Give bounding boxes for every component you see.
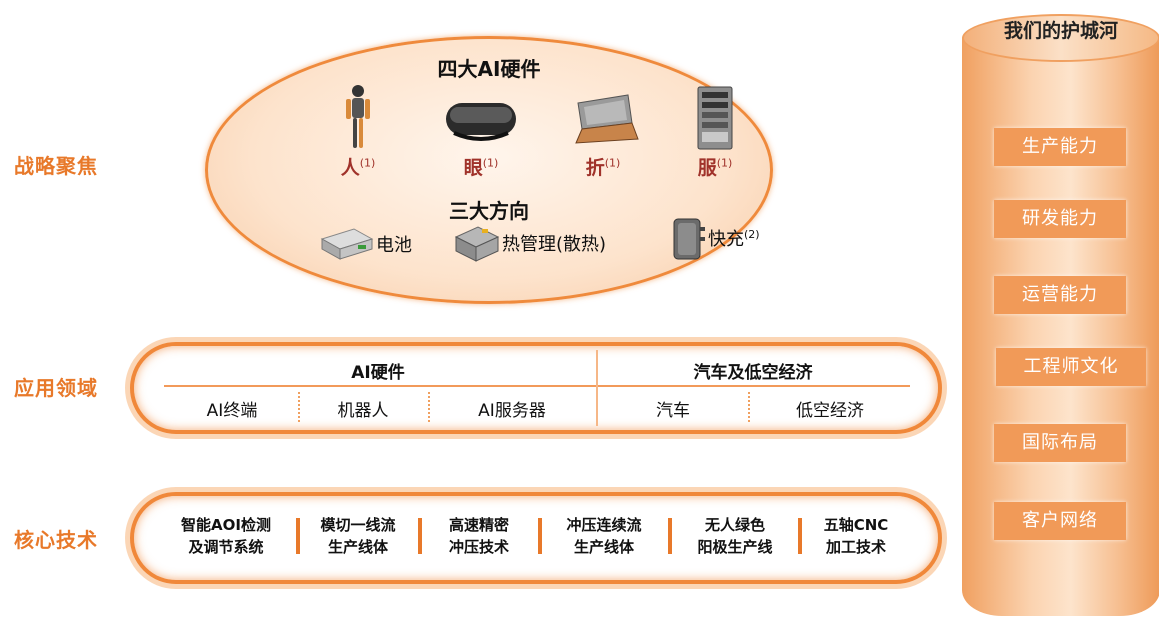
- core-tech-line: 模切一线流: [320, 516, 396, 534]
- core-tech-item: 冲压连续流 生产线体: [544, 514, 664, 558]
- core-tech-line: 生产线体: [573, 538, 634, 556]
- moat-item: 研发能力: [994, 200, 1126, 238]
- direction-title: 三大方向: [449, 199, 529, 223]
- hardware-item-human: 人(1): [313, 83, 403, 180]
- app-group-title: AI硬件: [351, 363, 405, 383]
- application-ring: [130, 342, 942, 434]
- moat-item: 客户网络: [994, 502, 1126, 540]
- hardware-label: 眼: [463, 157, 483, 179]
- hardware-label: 折: [585, 157, 605, 179]
- app-item: 机器人: [337, 401, 389, 421]
- core-tech-line: 五轴CNC: [823, 516, 889, 534]
- app-item: 汽车: [656, 401, 690, 421]
- core-tech-line: 及调节系统: [188, 538, 264, 556]
- core-tech-separator: [296, 518, 300, 554]
- foldable-laptop-icon: [558, 83, 648, 153]
- moat-item: 运营能力: [994, 276, 1126, 314]
- strategy-ellipse: 四大AI硬件 人(1) 眼(1): [205, 36, 773, 304]
- hardware-note: (1): [604, 156, 621, 170]
- application-label: 应用领域: [14, 376, 98, 400]
- hardware-label: 人: [340, 157, 360, 179]
- core-tech-item: 智能AOI检测 及调节系统: [162, 514, 290, 558]
- direction-item-fastcharge: 快充(2): [668, 213, 760, 263]
- core-tech-line: 冲压技术: [448, 538, 509, 556]
- cooling-module-icon: [452, 221, 502, 265]
- server-rack-icon: [670, 83, 760, 153]
- direction-item-battery: 电池: [318, 225, 412, 263]
- app-item: AI终端: [206, 401, 258, 421]
- hardware-note: (1): [482, 156, 499, 170]
- direction-note: (2): [744, 228, 760, 241]
- hardware-item-server: 服(1): [670, 83, 760, 180]
- hardware-item-eye: 眼(1): [436, 83, 526, 180]
- battery-module-icon: [318, 225, 376, 263]
- core-tech-line: 生产线体: [327, 538, 388, 556]
- app-group-separator: [596, 350, 598, 426]
- app-item: AI服务器: [478, 401, 546, 421]
- core-tech-line: 加工技术: [825, 538, 886, 556]
- strategy-label: 战略聚焦: [14, 154, 98, 178]
- vr-headset-icon: [436, 83, 526, 153]
- core-tech-separator: [668, 518, 672, 554]
- moat-cylinder-top: [962, 14, 1159, 62]
- core-tech-line: 无人绿色: [704, 516, 765, 534]
- app-group-title: 汽车及低空经济: [693, 363, 813, 383]
- app-item: 低空经济: [796, 401, 864, 421]
- moat-item: 国际布局: [994, 424, 1126, 462]
- moat-item: 生产能力: [994, 128, 1126, 166]
- core-tech-item: 高速精密 冲压技术: [424, 514, 534, 558]
- direction-label: 热管理(散热): [502, 234, 607, 255]
- core-tech-line: 冲压连续流: [566, 516, 642, 534]
- hardware-note: (1): [716, 156, 733, 170]
- direction-label: 电池: [376, 235, 412, 256]
- hardware-item-fold: 折(1): [558, 83, 648, 180]
- core-tech-item: 无人绿色 阳极生产线: [676, 514, 794, 558]
- direction-label: 快充: [708, 229, 744, 250]
- hardware-note: (1): [359, 156, 376, 170]
- app-item-separator: [748, 392, 750, 422]
- core-tech-separator: [798, 518, 802, 554]
- app-item-separator: [298, 392, 300, 422]
- core-tech-line: 智能AOI检测: [181, 516, 271, 534]
- core-tech-ring: [130, 492, 942, 584]
- core-tech-line: 阳极生产线: [697, 538, 773, 556]
- humanoid-robot-icon: [313, 83, 403, 153]
- core-tech-line: 高速精密: [448, 516, 509, 534]
- core-tech-item: 五轴CNC 加工技术: [804, 514, 908, 558]
- direction-item-thermal: 热管理(散热): [452, 221, 606, 265]
- hardware-label: 服: [697, 157, 717, 179]
- core-tech-label: 核心技术: [14, 528, 98, 552]
- moat-title: 我们的护城河: [1003, 20, 1118, 42]
- core-tech-separator: [538, 518, 542, 554]
- app-item-separator: [428, 392, 430, 422]
- app-divider: [164, 385, 910, 387]
- hardware-title: 四大AI硬件: [437, 57, 541, 81]
- core-tech-separator: [418, 518, 422, 554]
- fast-charger-icon: [668, 213, 708, 263]
- core-tech-item: 模切一线流 生产线体: [302, 514, 414, 558]
- moat-item: 工程师文化: [996, 348, 1146, 386]
